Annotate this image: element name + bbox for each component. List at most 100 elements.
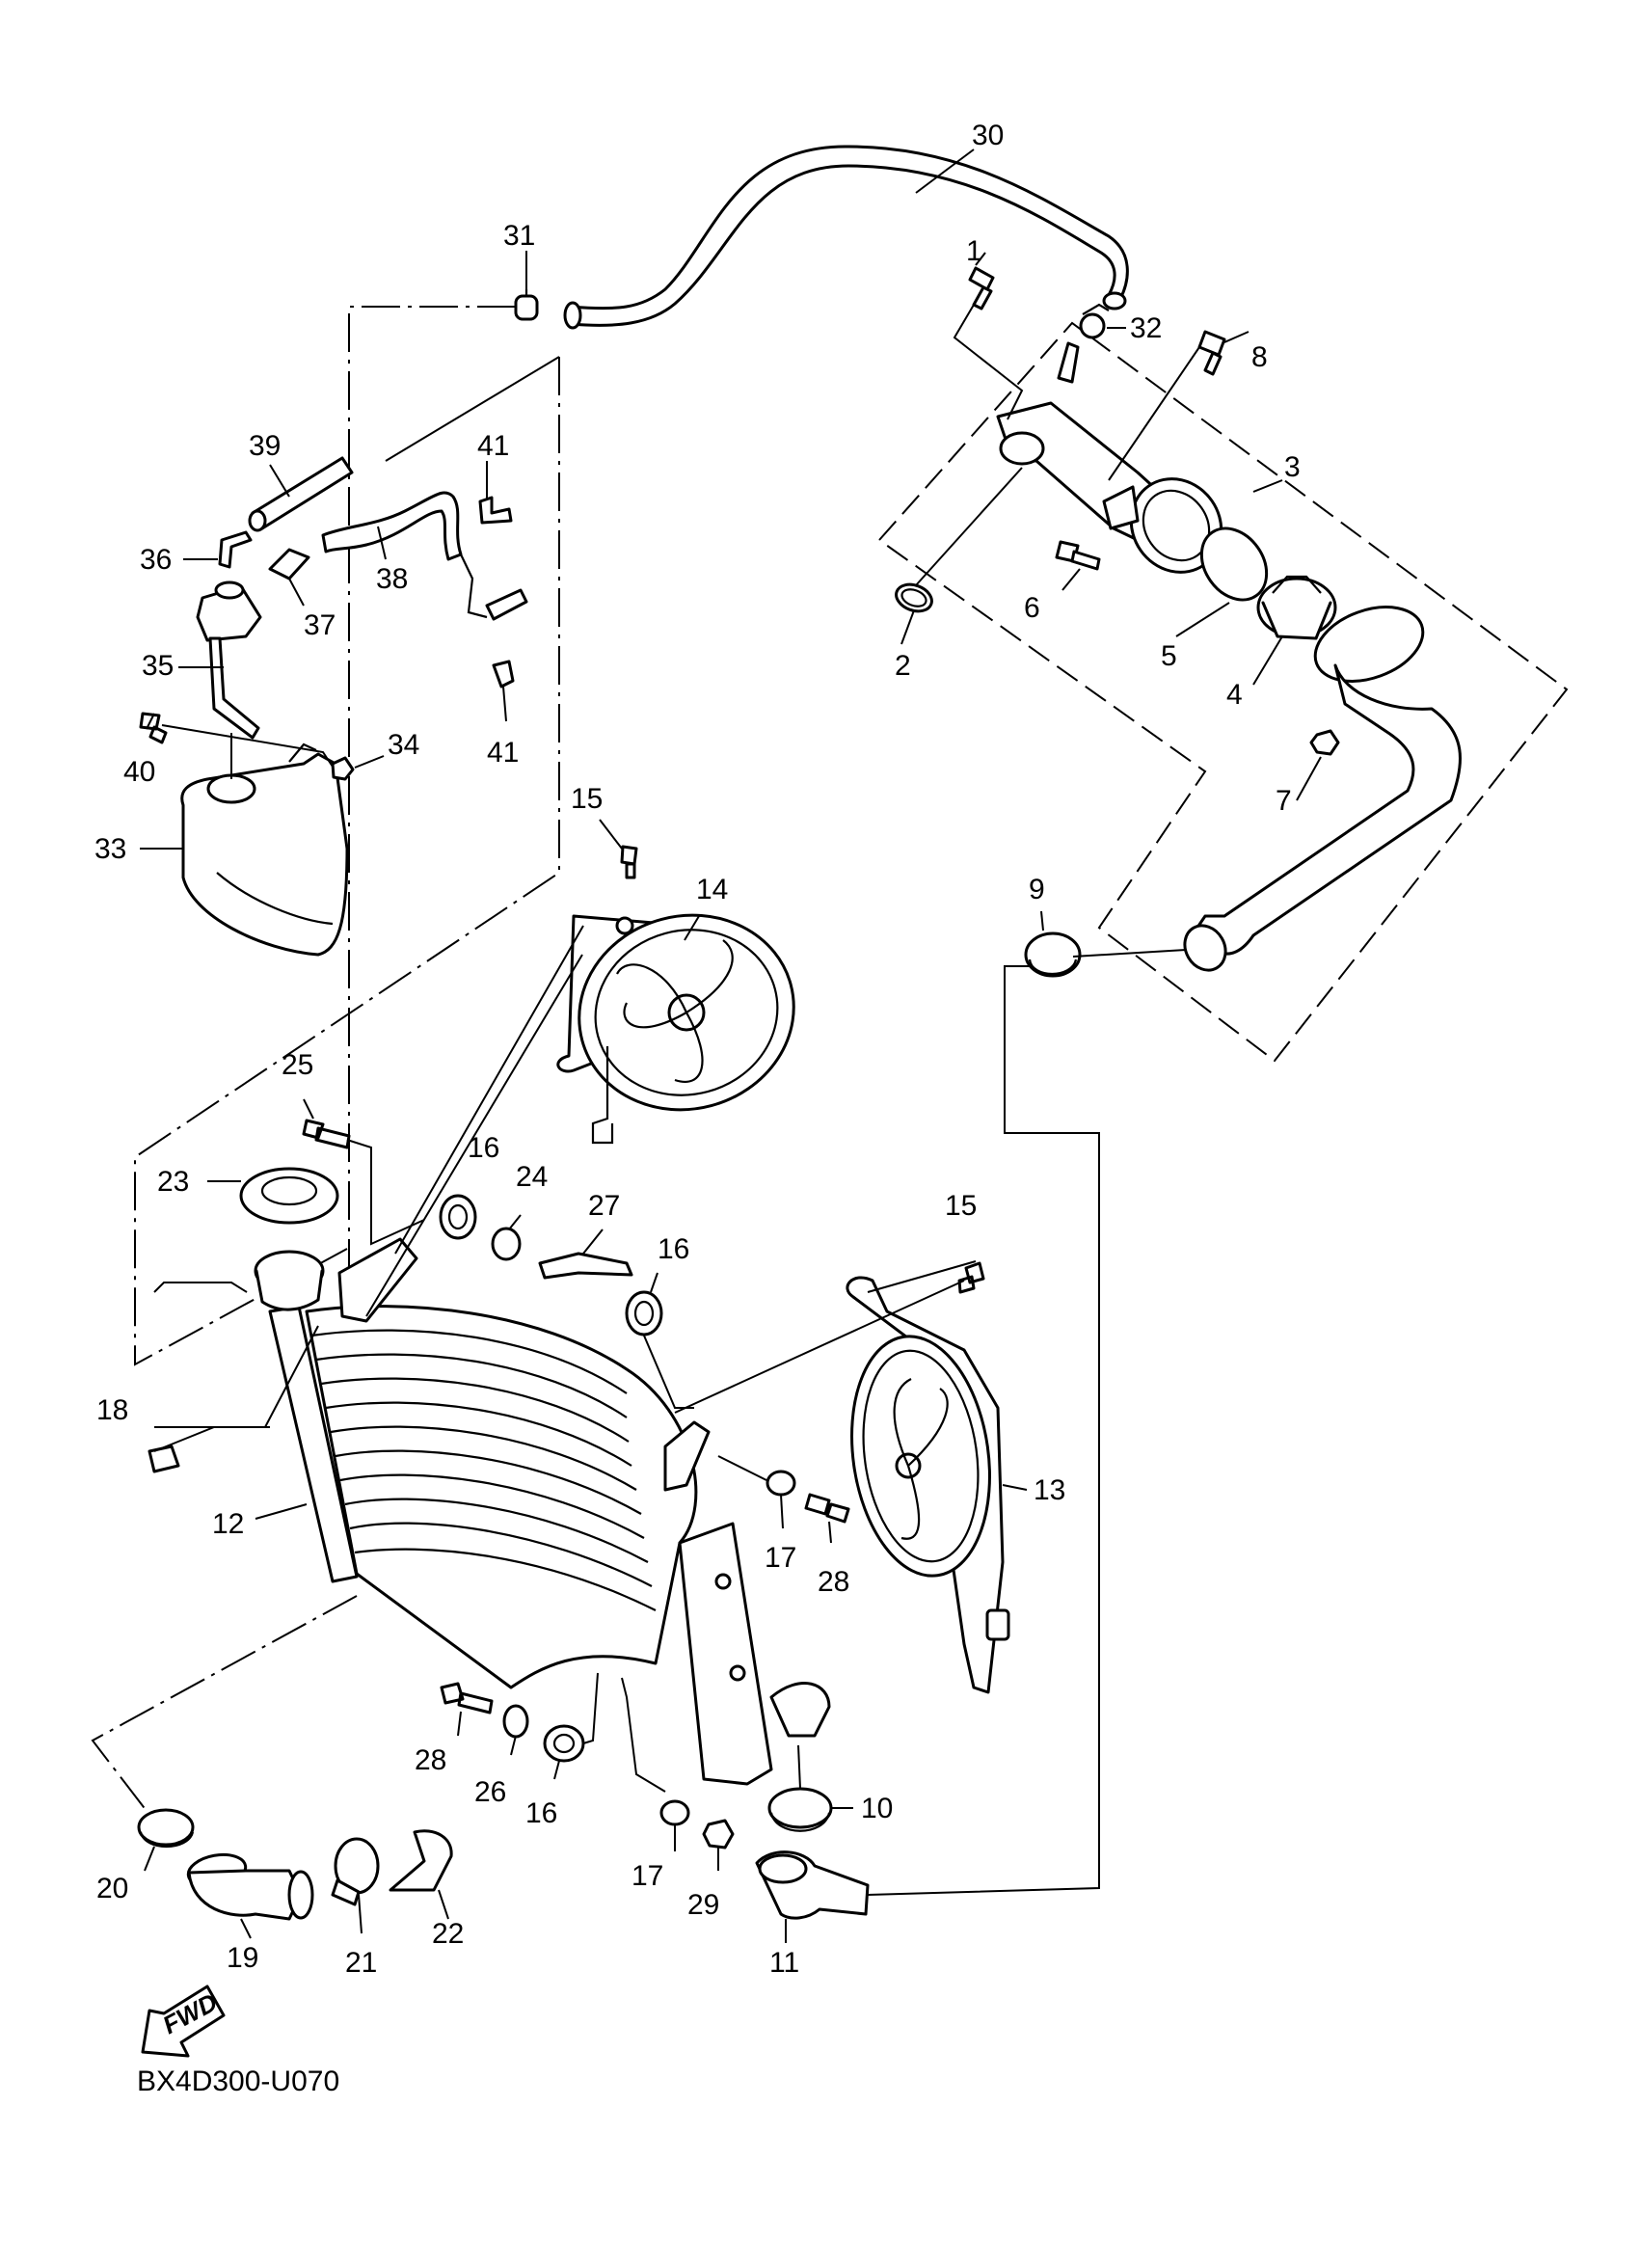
radiator-12	[254, 1237, 831, 1786]
bolt-6	[1055, 540, 1101, 571]
cooling-fan-14	[556, 913, 795, 1145]
callout-16-upper: 16	[468, 1132, 499, 1164]
fitting-37	[268, 548, 310, 580]
cooling-fan-13	[846, 1276, 1010, 1694]
callout-27: 27	[588, 1190, 620, 1222]
bolt-15-upper	[620, 845, 638, 879]
callout-19: 19	[227, 1942, 258, 1974]
callout-24: 24	[516, 1161, 548, 1193]
callout-41-upper: 41	[477, 430, 509, 462]
reservoir-tank-33	[180, 752, 349, 957]
callout-30: 30	[972, 120, 1004, 151]
callout-21: 21	[345, 1947, 377, 1979]
callout-34: 34	[388, 729, 419, 761]
callout-40: 40	[123, 756, 155, 788]
callout-10: 10	[861, 1793, 893, 1824]
nut-7	[1309, 729, 1340, 756]
callout-2: 2	[895, 650, 911, 682]
thermostat-cover-pipe	[1183, 606, 1462, 972]
callout-37: 37	[304, 609, 336, 641]
grommet-16-upper	[439, 1194, 477, 1240]
collar-17-upper	[766, 1470, 796, 1497]
reservoir-group	[139, 456, 528, 957]
clip-27	[538, 1252, 633, 1280]
callout-20: 20	[96, 1873, 128, 1904]
callout-8: 8	[1251, 341, 1268, 373]
callout-31: 31	[503, 220, 535, 252]
thermostat-group-outline	[878, 321, 1569, 1063]
bolt-8	[1197, 330, 1226, 376]
callout-17-upper: 17	[765, 1542, 796, 1574]
callout-17-lower: 17	[631, 1860, 663, 1892]
clip-41-lower	[492, 660, 515, 688]
callout-39: 39	[249, 430, 281, 462]
callout-12: 12	[212, 1508, 244, 1540]
bolt-28-upper	[804, 1493, 850, 1524]
hose-clamp-31	[514, 289, 539, 321]
upper-hose-30	[569, 145, 1129, 327]
callout-16-middle: 16	[658, 1233, 689, 1265]
o-ring-5	[1199, 526, 1269, 602]
upper-hose	[563, 145, 1129, 330]
callout-5: 5	[1161, 640, 1177, 672]
callout-18: 18	[96, 1394, 128, 1426]
leader-hose-9-11	[867, 965, 1100, 1896]
thermostat-4	[1256, 575, 1337, 640]
callout-41-lower: 41	[487, 737, 519, 769]
vertical-leader-31	[348, 306, 516, 1302]
collar-24	[491, 1227, 522, 1261]
callout-labels: 1 2 3 4 5 6 7 8 9 10 11 12 13 14 15 15 1…	[94, 120, 1301, 1979]
callout-29: 29	[687, 1889, 719, 1921]
bolt-28-lower	[440, 1682, 494, 1714]
hose-clamp-21	[331, 1837, 380, 1906]
clip-41-upper	[478, 496, 513, 525]
nut-34	[331, 756, 355, 781]
callout-28-lower: 28	[415, 1744, 446, 1776]
callout-33: 33	[94, 833, 126, 865]
callout-26: 26	[474, 1776, 506, 1808]
hose-38	[321, 491, 463, 561]
hose-19	[186, 1852, 314, 1921]
leader-lines	[140, 148, 1322, 1943]
grommet-16-lower	[543, 1724, 585, 1763]
callout-35: 35	[142, 650, 174, 682]
callout-14: 14	[696, 874, 728, 905]
lower-left-outline	[91, 1595, 358, 1812]
bolt-25	[302, 1119, 351, 1149]
hose-clamp-10	[767, 1787, 833, 1832]
breather-hose-39	[251, 456, 354, 530]
callout-6: 6	[1024, 592, 1040, 624]
callout-13: 13	[1034, 1474, 1065, 1506]
bolt-1	[968, 266, 995, 310]
callout-9: 9	[1029, 874, 1045, 905]
callout-4: 4	[1226, 679, 1243, 711]
clamp-32	[1079, 303, 1110, 339]
callout-22: 22	[432, 1918, 464, 1950]
grommet-16-middle	[625, 1290, 663, 1336]
pipe-36	[218, 530, 253, 569]
callout-38: 38	[376, 563, 408, 595]
hose-35	[208, 636, 260, 740]
hose-11	[755, 1850, 870, 1920]
drawing-code: BX4D300-U070	[137, 2066, 339, 2097]
callout-32: 32	[1130, 312, 1162, 344]
callout-15-upper: 15	[571, 783, 603, 815]
bolt-15-lower	[957, 1261, 985, 1294]
band-22	[389, 1829, 453, 1892]
hose-clamp-9	[1024, 932, 1082, 978]
callout-15-lower: 15	[945, 1190, 977, 1222]
radiator-cap-23	[239, 1167, 339, 1225]
fwd-direction-arrow: FWD	[141, 1984, 226, 2058]
callout-25: 25	[282, 1049, 313, 1081]
callout-3: 3	[1284, 451, 1301, 483]
bolt-40	[139, 712, 168, 744]
callout-28-upper: 28	[818, 1566, 849, 1598]
washer-26	[502, 1704, 529, 1739]
nut-29	[702, 1819, 735, 1850]
callout-36: 36	[140, 544, 172, 576]
callout-7: 7	[1276, 785, 1292, 817]
radiator-fins	[310, 1329, 657, 1611]
sensor-18	[148, 1444, 180, 1473]
